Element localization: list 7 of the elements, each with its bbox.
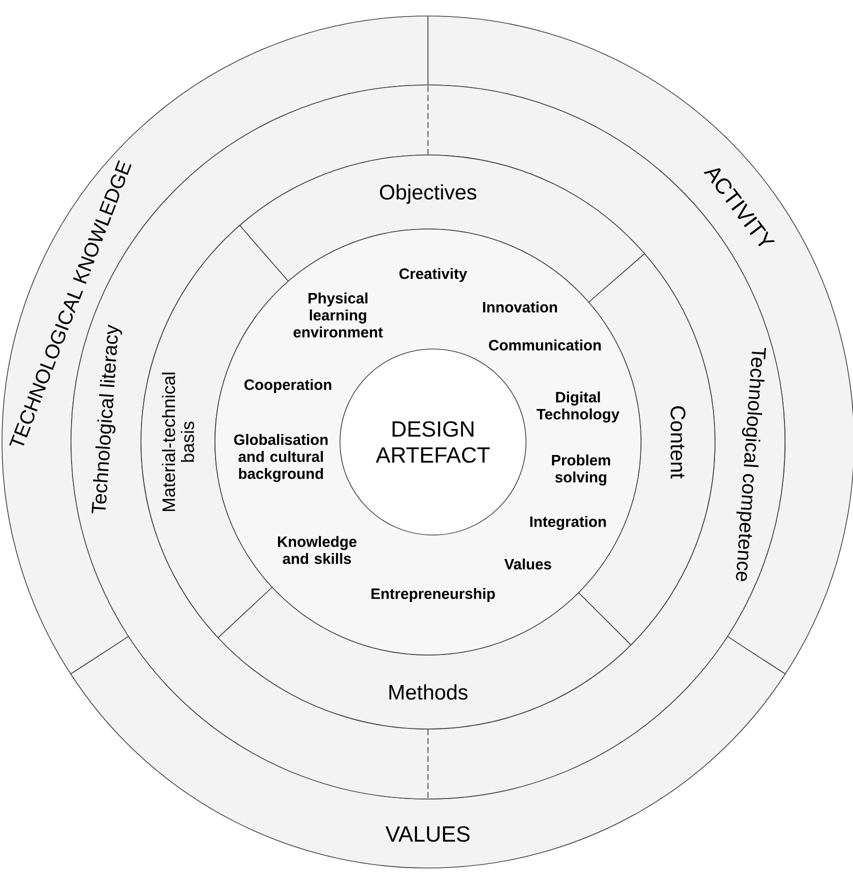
node-label: Material-technical basis bbox=[162, 372, 194, 512]
keyword-label: Innovation bbox=[483, 301, 557, 312]
node-label: VALUES bbox=[386, 826, 470, 842]
node-label: Technological competence bbox=[736, 348, 766, 582]
node-label: Content bbox=[670, 406, 686, 479]
keyword-label: Values bbox=[504, 558, 552, 570]
node-label: Technological literacy bbox=[92, 324, 122, 514]
